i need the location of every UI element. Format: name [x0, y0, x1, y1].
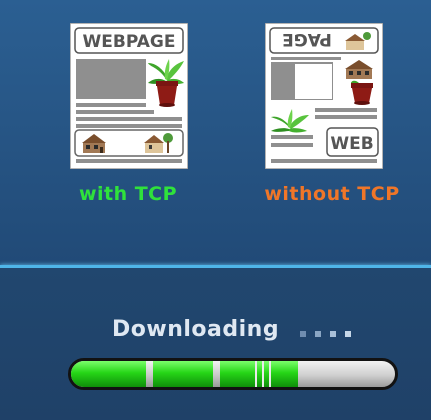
plant-leaves-icon: [271, 109, 309, 133]
potted-plant-icon: [148, 59, 184, 107]
text-line: [271, 57, 341, 60]
web-box-text: WEB: [330, 134, 373, 154]
image-placeholder: [76, 59, 146, 99]
progress-segment-gap: [213, 361, 220, 387]
caption-with-tcp: with TCP: [78, 183, 178, 205]
empty-pot-icon: [351, 80, 373, 105]
text-line: [271, 143, 313, 147]
house-with-tree-icon: [345, 32, 371, 50]
loading-dot: [315, 331, 321, 337]
divider-line: [0, 265, 431, 268]
banner-text-upside-down: PAGE: [282, 29, 332, 49]
loading-dot: [300, 331, 306, 337]
text-lines: [315, 108, 377, 119]
webpage-document-ordered: WEBPAGE: [70, 23, 188, 169]
progress-segment-line: [262, 361, 264, 387]
image-placeholder-broken: [271, 62, 333, 100]
caption-without-tcp: without TCP: [264, 183, 400, 205]
loading-dot: [330, 331, 336, 337]
loading-dot: [345, 331, 351, 337]
web-box: WEB: [326, 127, 379, 157]
page-banner-upside-down: PAGE: [269, 27, 379, 54]
bottom-panel: [0, 268, 431, 420]
house-icon: [345, 60, 373, 79]
text-line: [271, 135, 313, 139]
banner-text: WEBPAGE: [83, 32, 176, 52]
house-with-tree-icon: [144, 133, 173, 153]
house-icon: [82, 134, 106, 153]
text-lines: [76, 103, 182, 128]
progress-segment-gap: [146, 361, 153, 387]
webpage-document-scrambled: PAGE: [265, 23, 383, 169]
progress-fill: [71, 361, 298, 387]
picture-box: [74, 129, 184, 157]
footer-line: [271, 159, 377, 163]
webpage-banner: WEBPAGE: [74, 27, 184, 54]
downloading-label: Downloading: [112, 317, 280, 342]
progress-segment-line: [255, 361, 257, 387]
progress-segment-line: [269, 361, 271, 387]
footer-line: [76, 159, 182, 163]
download-progress-bar: [68, 358, 398, 390]
